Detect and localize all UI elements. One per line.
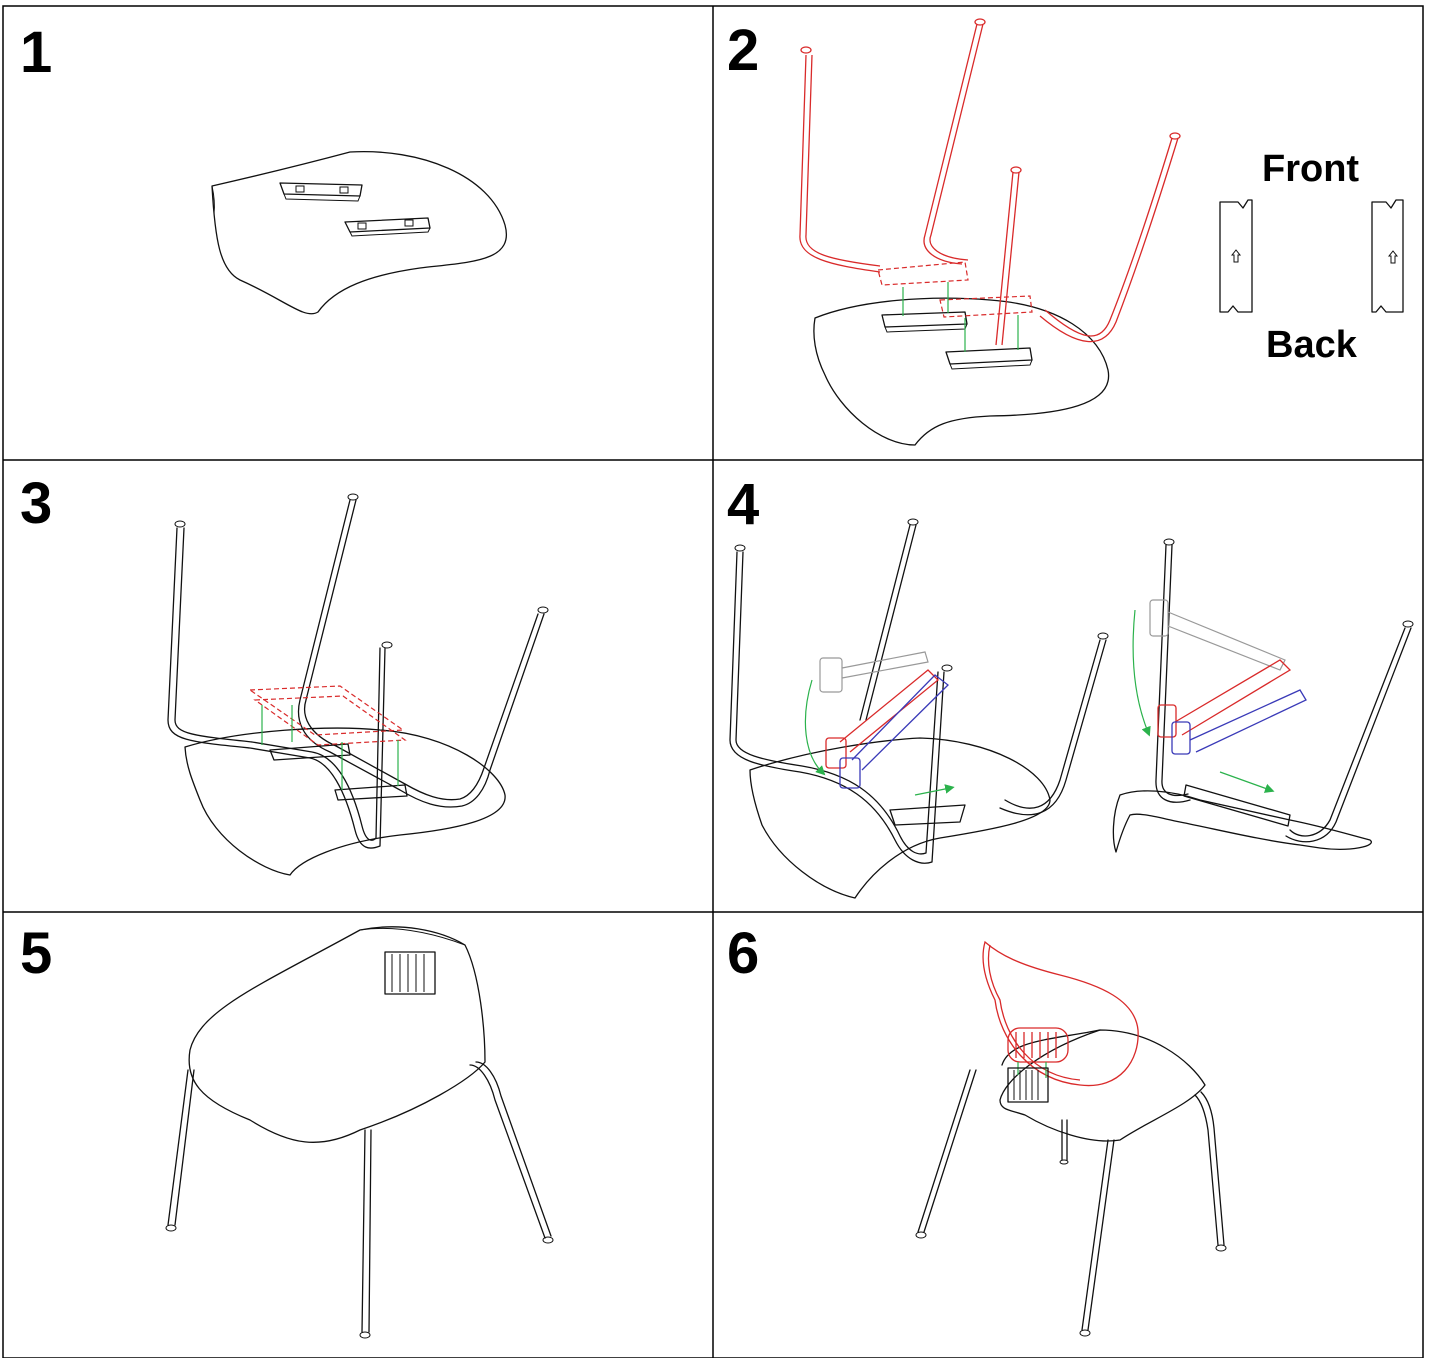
mallet-active-side xyxy=(1157,659,1307,755)
swing-arrow xyxy=(804,679,826,776)
step-number-6: 6 xyxy=(727,921,760,986)
side-view-chair xyxy=(1112,538,1414,853)
seat-shell-left xyxy=(749,737,1051,899)
push-arrow-side xyxy=(1219,771,1275,793)
step-number-5: 5 xyxy=(20,921,53,986)
alignment-arrows xyxy=(261,705,399,790)
bracket-front xyxy=(279,182,363,202)
front-back-orientation-diagram xyxy=(1219,199,1404,313)
panel-2-attach-leg-frame xyxy=(799,18,1404,446)
step-number-1: 1 xyxy=(20,20,53,85)
backrest-mount xyxy=(1007,1067,1049,1103)
panel-6-attach-backrest xyxy=(915,940,1227,1337)
mallet-active xyxy=(825,669,949,789)
back-label: Back xyxy=(1266,324,1357,366)
panel-1-seat-with-brackets xyxy=(211,150,508,315)
seat-shell xyxy=(188,926,486,1143)
swing-arrow-side xyxy=(1132,609,1151,737)
seat-shell xyxy=(999,1029,1206,1142)
step-number-2: 2 xyxy=(727,18,760,83)
bracket-front xyxy=(269,743,351,761)
backrest-mount xyxy=(384,951,436,995)
leg-frame-new xyxy=(799,18,1181,346)
panel-5-assembled-seat xyxy=(165,926,554,1339)
panel-4-tap-into-place xyxy=(729,518,1414,899)
bracket-back xyxy=(945,347,1033,370)
seat-shell xyxy=(813,297,1110,446)
legs xyxy=(915,1069,1227,1337)
seat-shell xyxy=(184,727,506,876)
leg-frame xyxy=(167,493,549,849)
step-number-4: 4 xyxy=(727,472,760,537)
step-number-3: 3 xyxy=(20,471,53,536)
bracket-front xyxy=(881,311,968,333)
mallet-ghost-side xyxy=(1149,599,1286,671)
push-arrow xyxy=(914,784,955,796)
front-label: Front xyxy=(1262,148,1360,190)
bracket-back xyxy=(344,217,431,237)
legs xyxy=(165,1061,554,1339)
mallet-ghost xyxy=(819,651,929,693)
leg-frame-left xyxy=(729,518,1109,864)
panel-3-frame-seated xyxy=(167,493,549,876)
seat-shell xyxy=(211,150,508,315)
alignment-arrows xyxy=(902,282,1019,352)
bracket-back xyxy=(334,784,408,801)
clamp-plates-new xyxy=(248,685,407,746)
backrest-new xyxy=(982,940,1139,1087)
